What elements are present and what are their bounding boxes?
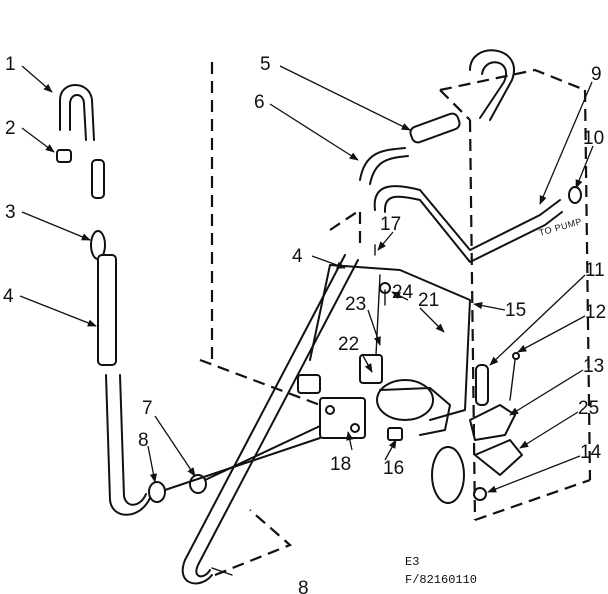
- left-hose-parts: [56, 84, 321, 516]
- callout-4-center: 4: [292, 246, 303, 267]
- bracket-part-25: [474, 439, 523, 476]
- callout-24: 24: [392, 282, 414, 303]
- right-parts: [431, 352, 523, 504]
- screw-part-12: [509, 359, 516, 401]
- callout-labels: 1 2 3 4 5 6 4 7 8 9 10 17 24 21 23 22 11…: [3, 54, 606, 594]
- callout-23: 23: [345, 294, 366, 315]
- pump-label: TO PUMP: [538, 216, 583, 238]
- callout-17: 17: [380, 214, 401, 235]
- mounting-bracket: [309, 264, 471, 421]
- callout-13: 13: [583, 356, 604, 377]
- leader-lines: [19, 65, 594, 493]
- callout-1: 1: [5, 54, 16, 75]
- callout-14: 14: [580, 442, 602, 463]
- callout-5: 5: [260, 54, 271, 75]
- callout-15: 15: [505, 300, 526, 321]
- callout-25: 25: [578, 398, 599, 419]
- hose-clamp: [568, 186, 582, 204]
- diagonal-hose: [181, 254, 359, 585]
- callout-3: 3: [5, 202, 16, 223]
- clamp-part: [56, 149, 72, 163]
- callout-2: 2: [5, 118, 16, 139]
- callout-7: 7: [142, 398, 153, 419]
- callout-8-bottom: 8: [298, 578, 309, 594]
- figure-code: F/82160110: [405, 573, 477, 587]
- callout-12: 12: [585, 302, 606, 323]
- callout-18: 18: [330, 454, 351, 475]
- callout-9: 9: [591, 64, 602, 85]
- solenoid-left: [297, 374, 321, 394]
- callout-22: 22: [338, 334, 359, 355]
- screw-16: [387, 427, 403, 441]
- callout-16: 16: [383, 458, 404, 479]
- inlet-block: [319, 397, 366, 439]
- switch-part-13: [469, 404, 516, 441]
- short-tube: [409, 112, 461, 144]
- pin-part-11: [475, 364, 489, 406]
- callout-8-left: 8: [138, 430, 149, 451]
- callout-4-left: 4: [3, 286, 14, 307]
- callout-21: 21: [418, 290, 439, 311]
- pump-hose: [373, 185, 561, 251]
- lower-hose: [105, 374, 151, 516]
- ref-code: E3: [405, 555, 419, 569]
- drain-ring: [431, 446, 465, 504]
- grommet-14: [473, 487, 487, 501]
- callout-10: 10: [583, 128, 604, 149]
- cabinet-outline: [199, 62, 592, 522]
- connector-tube: [91, 159, 105, 199]
- u-hose: [469, 49, 515, 121]
- valve-assembly: [297, 244, 471, 441]
- callout-11: 11: [585, 260, 605, 281]
- hose-bend-part: [59, 84, 95, 141]
- hose-straight-part: [97, 254, 117, 366]
- elbow-tube: [359, 147, 406, 181]
- top-hoses: [329, 49, 582, 263]
- valve-body: [376, 379, 434, 421]
- callout-6: 6: [254, 92, 265, 113]
- washer-ring: [148, 481, 166, 503]
